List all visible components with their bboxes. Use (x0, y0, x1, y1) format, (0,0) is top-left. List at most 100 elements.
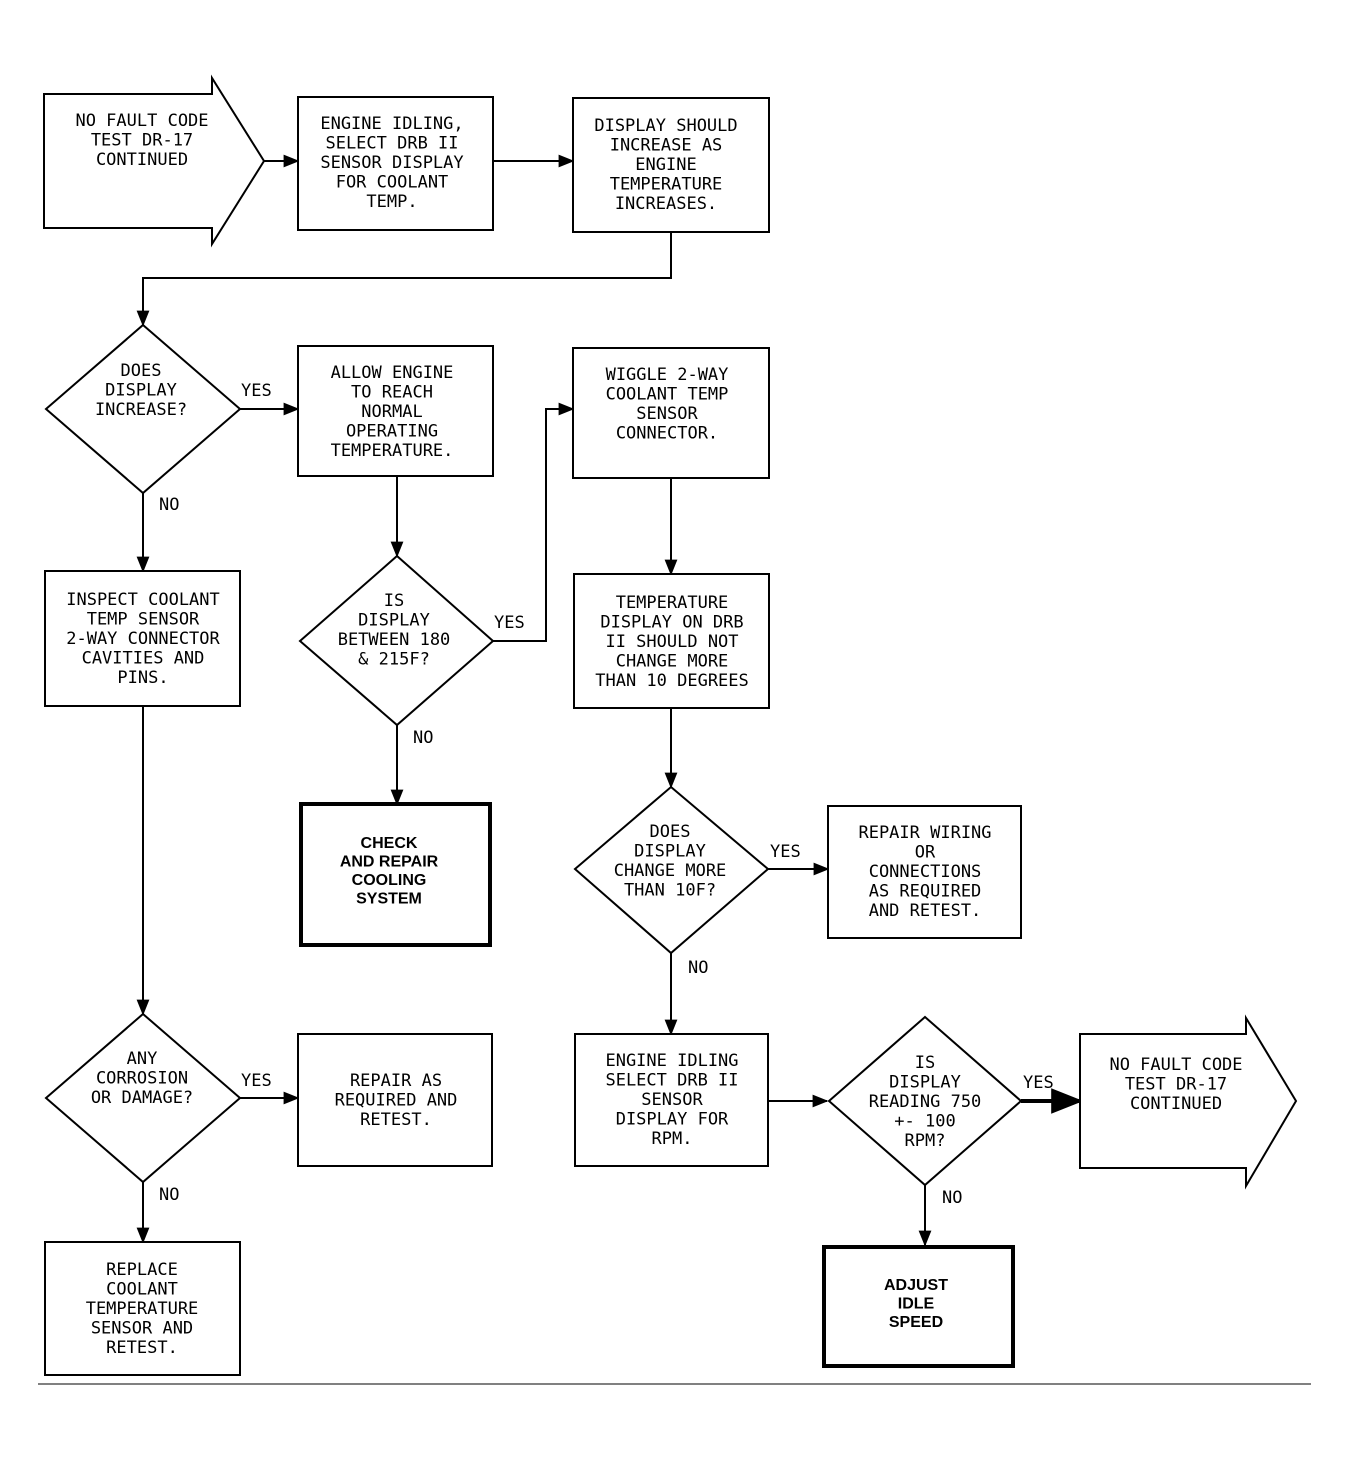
check-repair-line: SYSTEM (356, 891, 422, 908)
does-display-change-line: CHANGE MORE (614, 861, 727, 881)
display-should-line: INCREASE AS (610, 136, 723, 156)
is-display-reading-line: +- 100 (894, 1112, 955, 1132)
label-reading-yes: YES (1023, 1073, 1054, 1093)
repair-wiring-line: AND RETEST. (869, 901, 982, 921)
wiggle-line: COOLANT TEMP (606, 385, 729, 405)
allow-engine-line: TEMPERATURE. (331, 441, 454, 461)
display-should-box (572, 97, 770, 233)
repair-wiring-line: AS REQUIRED (869, 882, 982, 902)
check-repair-box (299, 802, 492, 947)
repair-as-required-line: RETEST. (360, 1110, 432, 1130)
label-between-no: NO (413, 728, 433, 748)
inspect-box (44, 570, 241, 707)
adjust-idle-box (822, 1245, 1015, 1368)
replace-line: TEMPERATURE (86, 1299, 199, 1319)
replace-box (44, 1241, 241, 1376)
engine-idling-rpm-box (574, 1033, 769, 1167)
wiggle-box (572, 347, 770, 479)
repair-as-required-box (297, 1033, 493, 1167)
is-display-between-line: & 215F? (358, 650, 430, 670)
repair-wiring-line: REPAIR WIRING (858, 823, 991, 843)
engine-idling-rpm-line: SENSOR (641, 1090, 703, 1110)
inspect-line: 2-WAY CONNECTOR (66, 629, 220, 649)
does-display-increase-line: DISPLAY (105, 381, 177, 401)
repair-as-required-line: REPAIR AS (350, 1071, 442, 1091)
wiggle-line: SENSOR (636, 404, 698, 424)
label-change-yes: YES (770, 842, 801, 862)
does-display-increase-line: DOES (121, 361, 162, 381)
inspect-line: PINS. (117, 668, 168, 688)
end-connector-shape (1079, 1014, 1298, 1190)
adjust-idle-line: IDLE (898, 1296, 935, 1313)
does-display-increase-line: INCREASE? (95, 400, 187, 420)
allow-engine-box (297, 345, 494, 477)
display-should-line: INCREASES. (615, 194, 717, 214)
label-between-yes: YES (494, 613, 525, 633)
temperature-display-line: DISPLAY ON DRB (600, 613, 743, 633)
allow-engine-line: OPERATING (346, 422, 438, 442)
is-display-reading-line: DISPLAY (889, 1073, 961, 1093)
inspect-line: INSPECT COOLANT (66, 590, 220, 610)
wiggle-line: CONNECTOR. (616, 424, 718, 444)
does-display-change-diamond (573, 785, 770, 955)
display-should-line: ENGINE (635, 155, 696, 175)
display-should-line: DISPLAY SHOULD (594, 116, 737, 136)
check-repair-line: COOLING (352, 872, 427, 889)
start-line: TEST DR-17 (91, 131, 193, 151)
is-display-reading-diamond (827, 1015, 1023, 1187)
is-display-reading-line: RPM? (905, 1131, 946, 1151)
is-display-between-line: BETWEEN 180 (338, 630, 451, 650)
inspect-line: CAVITIES AND (82, 649, 205, 669)
engine-idling-line: FOR COOLANT (336, 173, 449, 193)
engine-idling-rpm-line: SELECT DRB II (605, 1071, 738, 1091)
display-should-line: TEMPERATURE (610, 175, 723, 195)
check-repair-line: CHECK (361, 835, 418, 852)
label-corrosion-yes: YES (241, 1071, 272, 1091)
replace-line: REPLACE (106, 1260, 178, 1280)
is-display-reading-line: IS (915, 1053, 935, 1073)
repair-wiring-line: OR (915, 843, 936, 863)
end-line: CONTINUED (1130, 1094, 1222, 1114)
label-reading-no: NO (942, 1188, 962, 1208)
arrow-between-yes (493, 402, 575, 642)
start-line: NO FAULT CODE (75, 111, 208, 131)
end-line: NO FAULT CODE (1109, 1055, 1242, 1075)
engine-idling-line: ENGINE IDLING, (320, 114, 463, 134)
repair-as-required-line: REQUIRED AND (335, 1091, 458, 1111)
temperature-display-line: II SHOULD NOT (605, 632, 738, 652)
any-corrosion-diamond (44, 1012, 242, 1184)
label-change-no: NO (688, 958, 708, 978)
allow-engine-line: TO REACH (351, 383, 433, 403)
adjust-idle-line: ADJUST (884, 1277, 948, 1294)
label-corrosion-no: NO (159, 1185, 179, 1205)
does-display-change-line: THAN 10F? (624, 881, 716, 901)
allow-engine-line: NORMAL (361, 402, 422, 422)
temperature-display-line: CHANGE MORE (616, 652, 729, 672)
is-display-reading-line: READING 750 (869, 1092, 982, 1112)
end-line: TEST DR-17 (1125, 1075, 1227, 1095)
engine-idling-line: TEMP. (366, 192, 417, 212)
engine-idling-line: SELECT DRB II (325, 134, 458, 154)
label-increase-yes: YES (241, 381, 272, 401)
check-repair-line: AND REPAIR (340, 854, 439, 871)
any-corrosion-line: ANY (127, 1049, 158, 1069)
does-display-increase-diamond (44, 323, 242, 495)
engine-idling-line: SENSOR DISPLAY (320, 153, 463, 173)
repair-wiring-box (827, 805, 1022, 939)
